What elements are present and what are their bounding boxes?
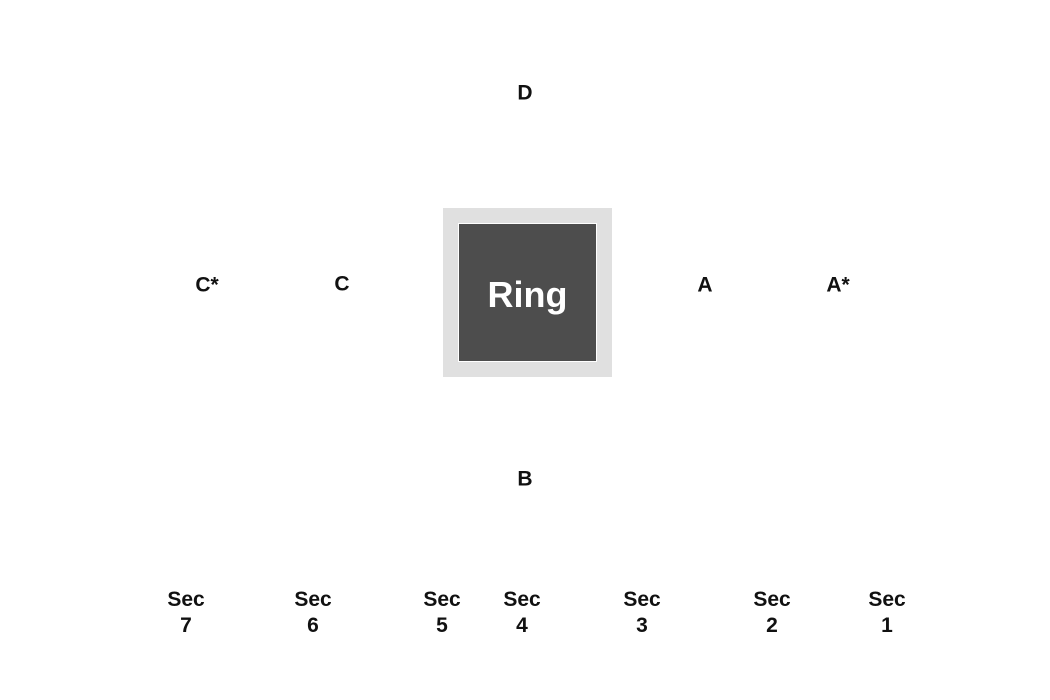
section-4-label: Sec 4 — [503, 587, 540, 639]
ring-label: Ring — [487, 273, 568, 315]
stand-b-label: B — [517, 467, 533, 491]
section-7-label: Sec 7 — [167, 587, 204, 639]
stand-a-star-label: A* — [826, 273, 850, 297]
section-word: Sec — [623, 588, 661, 611]
section-number: 5 — [436, 614, 448, 637]
section-number: 4 — [516, 614, 528, 637]
section-5-label: Sec 5 — [423, 587, 460, 639]
section-word: Sec — [753, 588, 791, 611]
section-2-label: Sec 2 — [753, 587, 790, 639]
ring-border: Ring — [443, 208, 612, 377]
stand-c-star-label: C* — [195, 273, 219, 297]
section-word: Sec — [423, 588, 461, 611]
section-number: 7 — [180, 614, 192, 637]
ring: Ring — [458, 223, 597, 362]
section-number: 6 — [307, 614, 319, 637]
section-number: 2 — [766, 614, 778, 637]
section-word: Sec — [868, 588, 906, 611]
section-1-label: Sec 1 — [868, 587, 905, 639]
section-number: 3 — [636, 614, 648, 637]
section-number: 1 — [881, 614, 893, 637]
section-6-label: Sec 6 — [294, 587, 331, 639]
section-word: Sec — [294, 588, 332, 611]
section-3-label: Sec 3 — [623, 587, 660, 639]
section-word: Sec — [167, 588, 205, 611]
stand-d-label: D — [517, 81, 533, 105]
stand-a-label: A — [697, 273, 713, 297]
section-word: Sec — [503, 588, 541, 611]
stand-c-label: C — [334, 272, 350, 296]
